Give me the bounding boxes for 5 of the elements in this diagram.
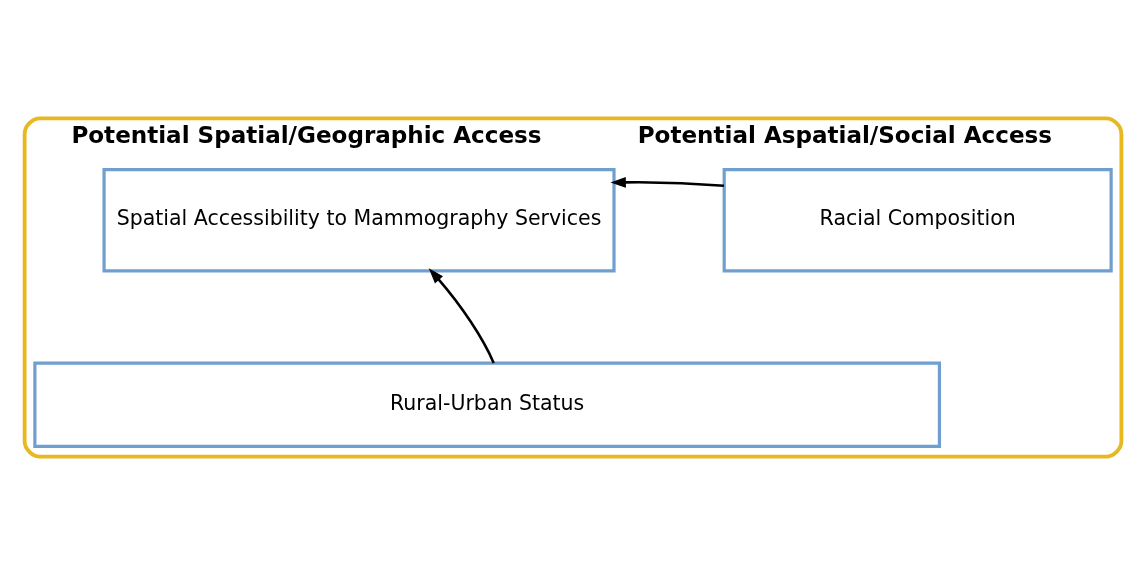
node-box: Spatial Accessibility to Mammography Services bbox=[102, 168, 616, 273]
arrow bbox=[428, 268, 495, 364]
node-box: Racial Composition bbox=[722, 168, 1113, 273]
arrow bbox=[610, 176, 725, 188]
node-box: Rural-Urban Status bbox=[33, 361, 942, 448]
